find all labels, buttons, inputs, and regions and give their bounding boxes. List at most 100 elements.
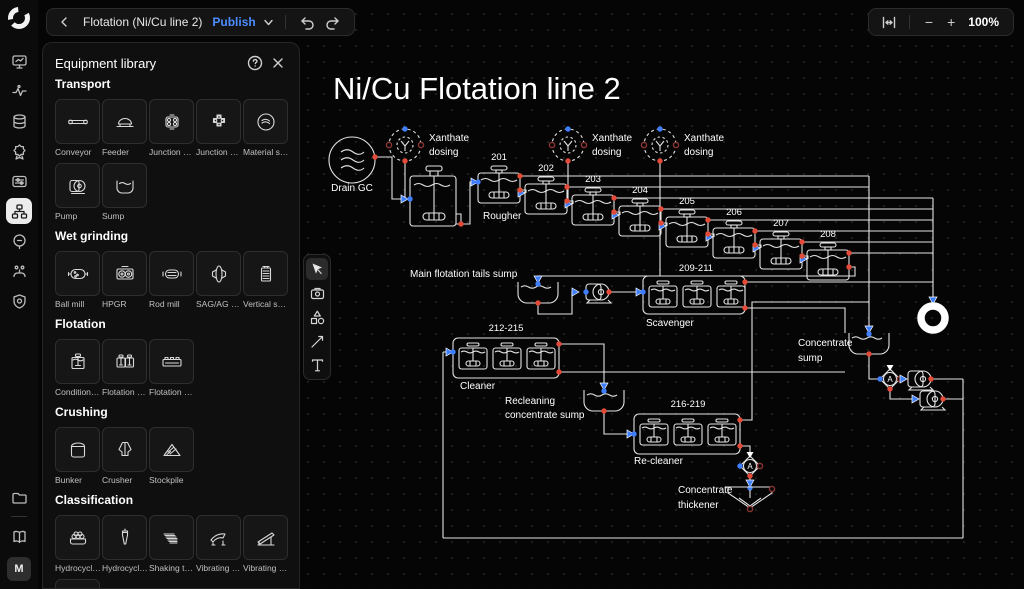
- scavenger-label: Scavenger: [646, 318, 694, 329]
- sidebar-item-connections[interactable]: [6, 258, 32, 284]
- concentrate-sump-label: Concentrate: [798, 338, 853, 349]
- equipment-label: Rod mill: [149, 299, 180, 309]
- equipment-tile[interactable]: [102, 163, 147, 208]
- equipment-tile[interactable]: [102, 251, 147, 296]
- equipment-label: Vertical s…: [243, 299, 286, 309]
- equipment-tile[interactable]: [196, 99, 241, 144]
- equipment-label: Stockpile: [149, 475, 184, 485]
- shapes-tool-button[interactable]: [306, 306, 328, 328]
- sidebar-item-flowsheets[interactable]: [6, 198, 32, 224]
- equipment-tile[interactable]: [149, 515, 194, 560]
- equipment-tile[interactable]: [243, 515, 288, 560]
- undo-button[interactable]: [294, 9, 320, 35]
- publish-button[interactable]: Publish: [212, 15, 256, 29]
- line-tool-button[interactable]: [306, 330, 328, 352]
- node-drain-gc[interactable]: Drain GC: [328, 136, 378, 194]
- node-recleaner-bank[interactable]: 216-219 Re-cleaner: [626, 399, 743, 467]
- shapes-icon: [310, 310, 325, 325]
- canvas-title[interactable]: Ni/Cu Flotation line 2: [333, 71, 621, 106]
- zoom-out-button[interactable]: −: [924, 14, 934, 30]
- xanthate-label: Xanthate: [684, 133, 724, 144]
- main-tails-sump-label: Main flotation tails sump: [410, 269, 518, 280]
- equipment-tile[interactable]: [149, 339, 194, 384]
- equipment-tile[interactable]: [196, 251, 241, 296]
- help-button[interactable]: [243, 55, 267, 71]
- drain-gc-label: Drain GC: [331, 183, 373, 194]
- equipment-tile[interactable]: [102, 99, 147, 144]
- equipment-label: Material s…: [243, 147, 288, 157]
- canvas-toolbar: [303, 254, 331, 380]
- close-icon: [273, 58, 283, 68]
- rougher-cascade[interactable]: 201 202 203 204 205 206 207 208 Rougher: [470, 152, 852, 281]
- recleaner-label: Re-cleaner: [634, 456, 684, 467]
- node-outlet-ring[interactable]: [917, 296, 949, 334]
- publish-menu-button[interactable]: [260, 9, 277, 35]
- sidebar-item-signals[interactable]: [6, 78, 32, 104]
- equipment-tile[interactable]: [149, 427, 194, 472]
- node-concentrate-pump-2[interactable]: [911, 390, 946, 411]
- app-logo-icon[interactable]: [6, 5, 32, 36]
- redo-button[interactable]: [320, 9, 346, 35]
- zoom-in-button[interactable]: +: [947, 14, 956, 30]
- equipment-tile[interactable]: [55, 99, 100, 144]
- equipment-tool-button[interactable]: [306, 282, 328, 304]
- equipment-tile[interactable]: [55, 339, 100, 384]
- sidebar-item-dashboard[interactable]: [6, 48, 32, 74]
- equipment-tile[interactable]: [102, 427, 147, 472]
- document-title[interactable]: Flotation (Ni/Cu line 2): [83, 15, 203, 29]
- node-tails-pump[interactable]: [571, 283, 612, 304]
- close-panel-button[interactable]: [267, 56, 289, 70]
- equipment-tile[interactable]: [102, 515, 147, 560]
- chevron-down-icon: [264, 19, 273, 26]
- cell-number-label: 201: [491, 152, 507, 163]
- help-icon: [247, 55, 263, 71]
- left-sidebar: M: [0, 0, 38, 589]
- equipment-tile[interactable]: [243, 251, 288, 296]
- node-xanthate-doser-2[interactable]: Xanthate dosing: [549, 126, 632, 163]
- equipment-label: Condition…: [55, 387, 100, 397]
- node-concentrate-pump-1[interactable]: [899, 370, 934, 391]
- equipment-tile[interactable]: [55, 163, 100, 208]
- database-icon: [12, 113, 26, 129]
- sidebar-item-docs[interactable]: [6, 523, 32, 549]
- equipment-tile[interactable]: [55, 579, 100, 588]
- xanthate-label: Xanthate: [429, 133, 469, 144]
- node-xanthate-doser-1[interactable]: Xanthate dosing: [386, 126, 469, 163]
- concentrate-sump-label: sump: [798, 353, 823, 364]
- sidebar-item-projects[interactable]: [6, 484, 32, 510]
- equipment-tile[interactable]: [55, 251, 100, 296]
- zoom-level[interactable]: 100%: [968, 15, 999, 29]
- node-concentrate-thickener[interactable]: Concentrate thickener: [678, 479, 776, 513]
- sidebar-item-security[interactable]: [6, 288, 32, 314]
- node-analyzer-1[interactable]: [737, 452, 762, 479]
- hydrocyclone-icon: [121, 527, 128, 545]
- equipment-tile[interactable]: [55, 515, 100, 560]
- fit-to-screen-button[interactable]: [877, 9, 901, 35]
- node-xanthate-doser-3[interactable]: Xanthate dosing: [641, 126, 724, 163]
- conveyor-icon: [67, 119, 88, 124]
- node-recleaning-sump[interactable]: Recleaning concentrate sump: [505, 382, 625, 421]
- select-tool-button[interactable]: [306, 258, 328, 280]
- node-concentrate-sump[interactable]: Concentrate sump: [798, 325, 890, 364]
- node-cleaner-bank[interactable]: 212-215 Cleaner: [445, 323, 562, 392]
- text-tool-button[interactable]: [306, 354, 328, 376]
- sidebar-item-badge[interactable]: [6, 138, 32, 164]
- sidebar-item-comments[interactable]: [6, 228, 32, 254]
- equipment-tile[interactable]: [196, 515, 241, 560]
- node-conditioner-tank[interactable]: [400, 165, 464, 227]
- node-scavenger-bank[interactable]: 209-211 Scavenger: [635, 263, 748, 329]
- equipment-tile[interactable]: [243, 99, 288, 144]
- node-main-tails-sump[interactable]: Main flotation tails sump: [410, 269, 559, 306]
- equipment-tile[interactable]: [149, 251, 194, 296]
- rod-mill-icon: [161, 268, 182, 279]
- sidebar-item-media[interactable]: [6, 168, 32, 194]
- equipment-tile[interactable]: [149, 99, 194, 144]
- equipment-tile[interactable]: [102, 339, 147, 384]
- node-analyzer-2[interactable]: [877, 365, 902, 392]
- sidebar-item-data[interactable]: [6, 108, 32, 134]
- equipment-sections: Transport Conveyor Feeder Junction … Jun…: [55, 77, 289, 588]
- user-avatar[interactable]: M: [7, 557, 31, 581]
- back-button[interactable]: [55, 9, 73, 35]
- equipment-tile[interactable]: [55, 427, 100, 472]
